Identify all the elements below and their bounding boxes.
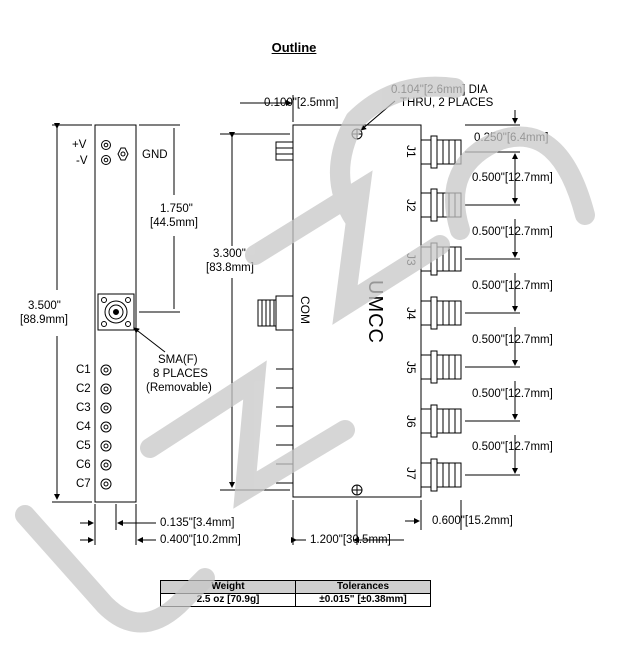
port-label-j5: J5	[404, 361, 418, 374]
port-label-j7: J7	[404, 467, 418, 480]
side-width-dim: 1.200"[30.5mm]	[310, 534, 391, 546]
port-pitch-dim-6: 0.500"[12.7mm]	[472, 441, 553, 453]
minus-v-label: -V	[76, 155, 88, 167]
brand-label: UMCC	[364, 280, 386, 344]
connector-dim: 0.600"[15.2mm]	[432, 515, 513, 527]
sma-spacing-dim-mm: [44.5mm]	[150, 217, 198, 229]
gnd-label: GND	[142, 149, 168, 161]
control-pins	[100, 364, 112, 490]
com-port-label: COM	[298, 296, 312, 324]
plus-v-label: +V	[72, 139, 87, 151]
front-width-dim: 0.400"[10.2mm]	[160, 534, 241, 546]
port-label-j6: J6	[404, 415, 418, 428]
port-pitch-dim-4: 0.500"[12.7mm]	[472, 334, 553, 346]
port-label-j4: J4	[404, 307, 418, 320]
weight-header: Weight	[160, 580, 296, 594]
front-offset-dim: 0.135"[3.4mm]	[160, 517, 235, 529]
control-label-c5: C5	[76, 440, 91, 452]
sma-note-line-2: 8 PLACES	[153, 368, 208, 380]
front-height-dim-inch: 3.500"	[28, 300, 61, 312]
side-height-dim-inch: 3.300"	[213, 248, 246, 260]
first-port-dim: 0.250"[6.4mm]	[474, 132, 549, 144]
control-label-c7: C7	[76, 478, 91, 490]
control-label-c6: C6	[76, 459, 91, 471]
sma-note-line-3: (Removable)	[146, 382, 212, 394]
port-label-j1: J1	[404, 145, 418, 158]
control-label-c4: C4	[76, 421, 91, 433]
front-panel-outline	[94, 124, 137, 503]
sma-spacing-dim-inch: 1.750"	[160, 203, 193, 215]
hole-note-line-1: 0.104"[2.6mm] DIA	[391, 84, 488, 96]
tolerances-header: Tolerances	[295, 580, 431, 594]
ground-nut-icon	[117, 147, 129, 161]
weight-value: 2.5 oz [70.9g]	[160, 593, 296, 607]
port-pitch-dim-3: 0.500"[12.7mm]	[472, 280, 553, 292]
port-label-j2: J2	[404, 199, 418, 212]
control-label-c3: C3	[76, 402, 91, 414]
control-label-c1: C1	[76, 364, 91, 376]
drawing-title: Outline	[271, 40, 317, 55]
tolerances-value: ±0.015" [±0.38mm]	[295, 593, 431, 607]
hole-inset-dim: 0.100"[2.5mm]	[264, 97, 339, 109]
port-pitch-dim-1: 0.500"[12.7mm]	[472, 172, 553, 184]
side-height-dim-mm: [83.8mm]	[206, 262, 254, 274]
hole-note-line-2: THRU, 2 PLACES	[400, 97, 494, 109]
port-pitch-dim-5: 0.500"[12.7mm]	[472, 388, 553, 400]
front-height-dim-mm: [88.9mm]	[20, 314, 68, 326]
front-sma-flange	[97, 293, 135, 331]
control-label-c2: C2	[76, 383, 91, 395]
side-body-outline	[292, 124, 422, 498]
spec-table: Weight Tolerances 2.5 oz [70.9g] ±0.015"…	[160, 580, 431, 607]
sma-note-line-1: SMA(F)	[158, 354, 198, 366]
port-label-j3: J3	[404, 253, 418, 266]
port-pitch-dim-2: 0.500"[12.7mm]	[472, 226, 553, 238]
j-connectors	[420, 135, 462, 492]
